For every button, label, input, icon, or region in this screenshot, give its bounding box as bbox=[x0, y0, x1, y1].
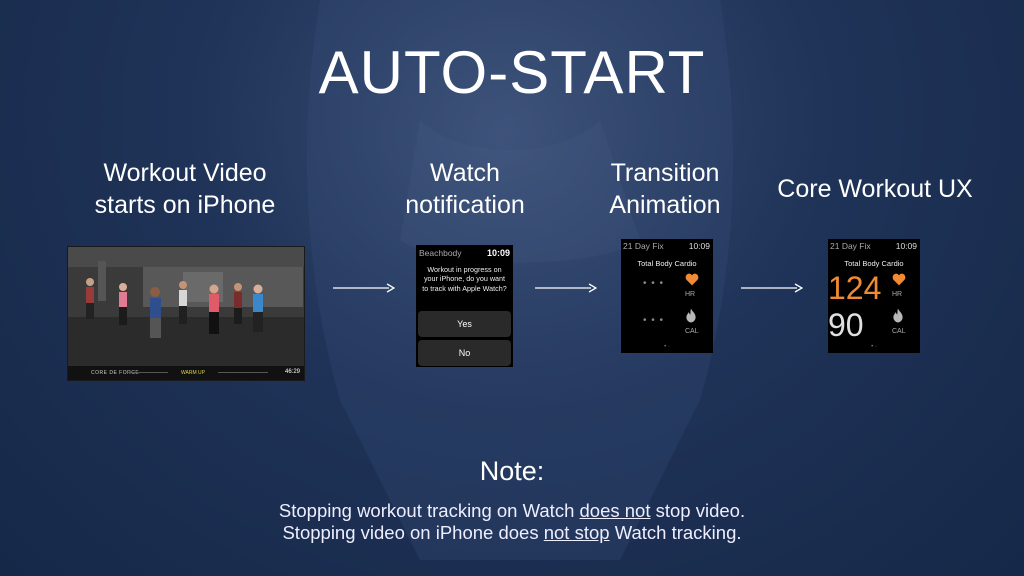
watch-notification-screen: Beachbody 10:09 Workout in progress on y… bbox=[416, 245, 513, 367]
video-progress-track[interactable] bbox=[128, 372, 168, 373]
note-line-1-start: Stopping workout tracking on Watch bbox=[278, 500, 580, 521]
core-workout-watch-screen: 21 Day Fix 10:09 Total Body Cardio 124 9… bbox=[828, 239, 920, 353]
flow-arrow-1 bbox=[333, 282, 395, 294]
cal-label: CAL bbox=[685, 328, 699, 335]
video-section-name: WARM UP bbox=[181, 370, 205, 376]
note-heading: Note: bbox=[479, 456, 545, 486]
heart-icon bbox=[892, 273, 906, 286]
flow-arrow-3 bbox=[741, 282, 803, 294]
video-timer: 46:29 bbox=[284, 369, 300, 375]
note-line-2: Stopping video on iPhone does not stop W… bbox=[0, 522, 1024, 544]
step-label-watch-notification: Watch notification bbox=[405, 159, 525, 219]
hr-label: HR bbox=[892, 291, 903, 298]
hr-loading-dots: • • • bbox=[643, 278, 665, 289]
workout-title: Total Body Cardio bbox=[637, 259, 697, 268]
note-line-1-emphasis: does not bbox=[579, 500, 651, 521]
hr-label: HR bbox=[685, 291, 696, 298]
note-line-2-emphasis: not stop bbox=[543, 522, 610, 543]
notification-message: Workout in progress on your iPhone, do y… bbox=[422, 265, 507, 293]
step-label-core-workout-ux: Core Workout UX bbox=[777, 175, 973, 203]
flame-icon bbox=[893, 308, 903, 323]
note-line-2-start: Stopping video on iPhone does bbox=[282, 522, 544, 543]
notification-header: Beachbody 10:09 bbox=[419, 248, 510, 260]
video-program-name: CORE DE FORCE bbox=[91, 370, 140, 376]
step-label-transition-animation: Transition Animation bbox=[609, 159, 721, 219]
note-line-2-end: Watch tracking. bbox=[609, 522, 742, 543]
notification-app-name: Beachbody bbox=[419, 248, 462, 258]
notification-time: 10:09 bbox=[486, 248, 510, 258]
watch-time: 10:09 bbox=[895, 241, 917, 251]
page-title: AUTO-START bbox=[318, 39, 706, 106]
notification-no-button[interactable]: No bbox=[418, 340, 511, 366]
notification-yes-button[interactable]: Yes bbox=[418, 311, 511, 337]
workout-scene-image bbox=[68, 247, 304, 366]
cal-label: CAL bbox=[892, 328, 906, 335]
workout-title: Total Body Cardio bbox=[844, 259, 904, 268]
video-progress-track-2[interactable] bbox=[218, 372, 268, 373]
flow-arrow-2 bbox=[535, 282, 597, 294]
watch-app-name: 21 Day Fix bbox=[623, 241, 664, 251]
watch-app-name: 21 Day Fix bbox=[830, 241, 871, 251]
note-line-1-end: stop video. bbox=[650, 500, 746, 521]
step-label-workout-video: Workout Video starts on iPhone bbox=[94, 159, 276, 219]
page-indicator: • · bbox=[664, 344, 670, 350]
workout-video-thumbnail[interactable]: CORE DE FORCE WARM UP 46:29 bbox=[67, 246, 305, 381]
heart-rate-value: 124 bbox=[828, 270, 882, 306]
heart-icon bbox=[685, 273, 699, 286]
video-control-bar[interactable]: CORE DE FORCE WARM UP 46:29 bbox=[68, 366, 304, 380]
watch-time: 10:09 bbox=[688, 241, 710, 251]
flame-icon bbox=[686, 308, 696, 323]
cal-loading-dots: • • • bbox=[643, 315, 665, 326]
calories-value: 90 bbox=[828, 307, 864, 343]
page-indicator: • · bbox=[871, 344, 877, 350]
note-line-1: Stopping workout tracking on Watch does … bbox=[0, 500, 1024, 522]
transition-watch-screen: 21 Day Fix 10:09 Total Body Cardio • • •… bbox=[621, 239, 713, 353]
